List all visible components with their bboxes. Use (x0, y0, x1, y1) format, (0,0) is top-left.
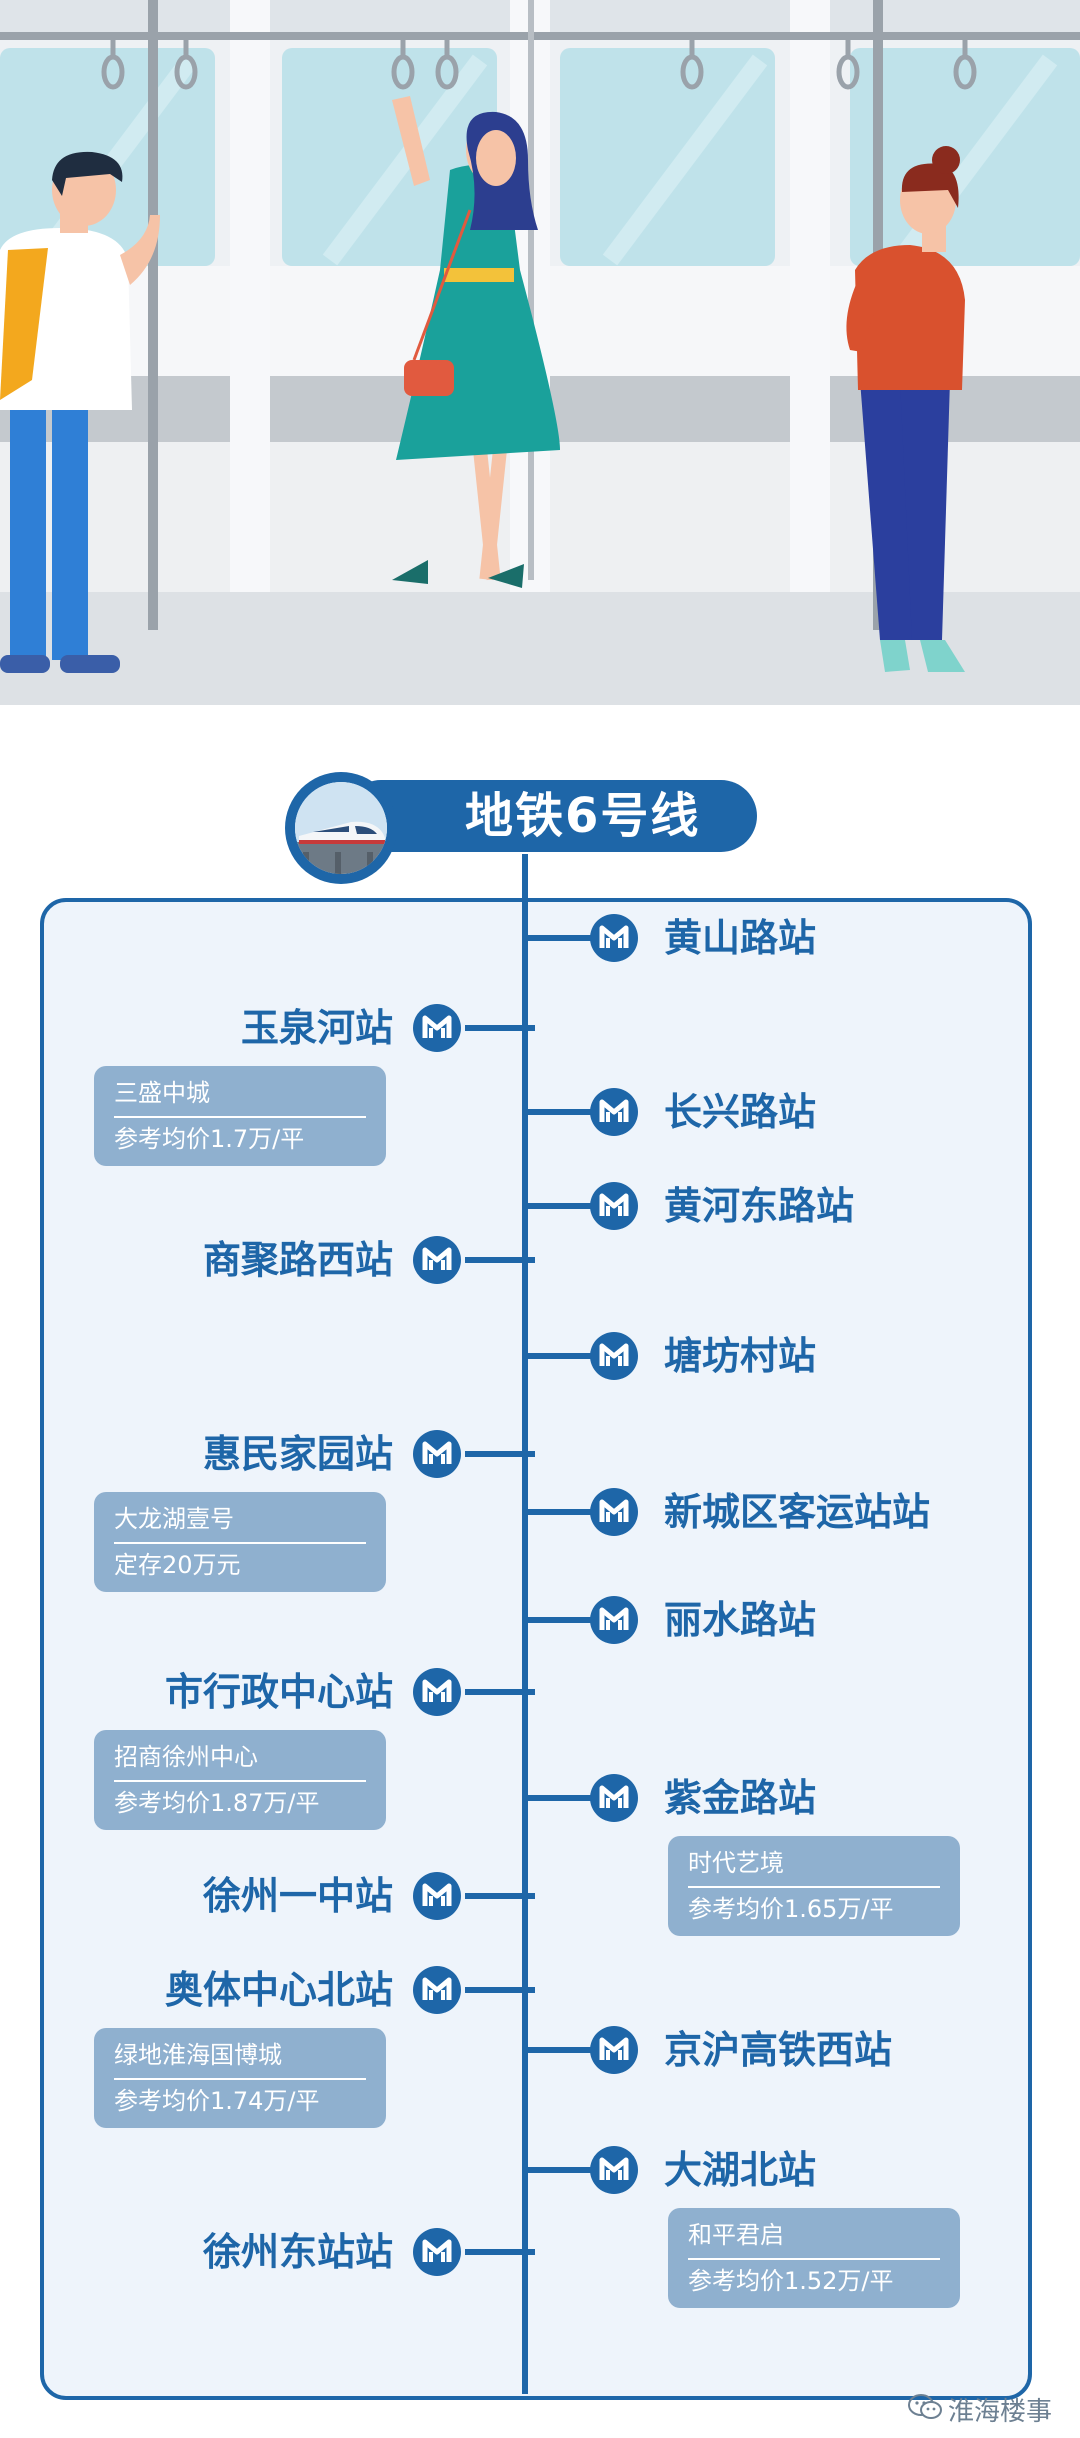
station-15: 大湖北站 (0, 2140, 1080, 2200)
line-title: 地铁6号线 (465, 788, 701, 844)
station-5: 商聚路西站 (0, 1230, 1080, 1290)
property-name: 绿地淮海国博城 (114, 2041, 282, 2069)
metro-logo-icon (590, 914, 638, 962)
metro-logo-icon (413, 1966, 461, 2014)
station-branch-line (465, 1893, 535, 1899)
station-name: 丽水路站 (664, 1598, 817, 1642)
property-info-card: 绿地淮海国博城参考均价1.74万/平 (94, 2028, 386, 2128)
card-divider (114, 1542, 366, 1544)
station-11: 紫金路站 (0, 1768, 1080, 1828)
station-branch-line (528, 2047, 598, 2053)
station-16: 徐州东站站 (0, 2222, 1080, 2282)
station-14: 京沪高铁西站 (0, 2020, 1080, 2080)
property-name: 时代艺境 (688, 1849, 784, 1877)
station-name: 奥体中心北站 (164, 1968, 393, 2012)
property-info-card: 时代艺境参考均价1.65万/平 (668, 1836, 960, 1936)
metro-logo-icon (590, 1488, 638, 1536)
station-branch-line (528, 1203, 598, 1209)
station-name: 紫金路站 (664, 1776, 817, 1820)
property-info-card: 和平君启参考均价1.52万/平 (668, 2208, 960, 2308)
metro-logo-icon (413, 1872, 461, 1920)
subway-car-illustration (0, 0, 1080, 705)
card-divider (114, 1116, 366, 1118)
station-branch-line (528, 1109, 598, 1115)
wechat-icon (907, 2393, 942, 2433)
station-branch-line (465, 2249, 535, 2255)
metro-logo-icon (590, 2026, 638, 2074)
metro-line-trunk (522, 854, 528, 2394)
station-branch-line (528, 935, 598, 941)
property-price: 参考均价1.7万/平 (114, 1125, 305, 1153)
station-name: 塘坊村站 (664, 1334, 817, 1378)
station-name: 商聚路西站 (202, 1238, 393, 1282)
station-name: 玉泉河站 (240, 1006, 393, 1050)
station-name: 徐州东站站 (202, 2230, 393, 2274)
station-9: 丽水路站 (0, 1590, 1080, 1650)
card-divider (114, 1780, 366, 1782)
line-title-pill (345, 780, 757, 852)
metro-logo-icon (590, 1182, 638, 1230)
station-1: 黄山路站 (0, 908, 1080, 968)
property-info-card: 大龙湖壹号定存20万元 (94, 1492, 386, 1592)
station-name: 京沪高铁西站 (664, 2028, 893, 2072)
property-name: 三盛中城 (114, 1079, 210, 1107)
property-price: 参考均价1.65万/平 (688, 1895, 894, 1923)
property-info-card: 招商徐州中心参考均价1.87万/平 (94, 1730, 386, 1830)
station-name: 市行政中心站 (164, 1670, 393, 1714)
metro-logo-icon (413, 1004, 461, 1052)
station-2: 玉泉河站 (0, 998, 1080, 1058)
station-branch-line (528, 1617, 598, 1623)
card-divider (114, 2078, 366, 2080)
station-branch-line (465, 1257, 535, 1263)
station-4: 黄河东路站 (0, 1176, 1080, 1236)
metro-logo-icon (590, 2146, 638, 2194)
station-10: 市行政中心站 (0, 1662, 1080, 1722)
high-speed-train-icon (285, 772, 397, 884)
station-3: 长兴路站 (0, 1082, 1080, 1142)
property-price: 参考均价1.74万/平 (114, 2087, 320, 2115)
property-name: 大龙湖壹号 (114, 1505, 234, 1533)
station-branch-line (465, 1025, 535, 1031)
station-6: 塘坊村站 (0, 1326, 1080, 1386)
station-13: 奥体中心北站 (0, 1960, 1080, 2020)
metro-logo-icon (413, 1236, 461, 1284)
metro-logo-icon (413, 1668, 461, 1716)
station-branch-line (528, 1509, 598, 1515)
watermark: 淮海楼事 (907, 2392, 1052, 2433)
property-price: 参考均价1.52万/平 (688, 2267, 894, 2295)
station-name: 徐州一中站 (202, 1874, 393, 1918)
station-branch-line (528, 1795, 598, 1801)
station-branch-line (465, 1987, 535, 1993)
property-info-card: 三盛中城参考均价1.7万/平 (94, 1066, 386, 1166)
station-branch-line (528, 2167, 598, 2173)
watermark-text: 淮海楼事 (947, 2397, 1052, 2427)
station-name: 惠民家园站 (202, 1432, 393, 1476)
metro-logo-icon (590, 1596, 638, 1644)
property-price: 参考均价1.87万/平 (114, 1789, 320, 1817)
card-divider (688, 1886, 940, 1888)
metro-logo-icon (413, 2228, 461, 2276)
station-branch-line (465, 1451, 535, 1457)
property-price: 定存20万元 (114, 1551, 241, 1579)
station-name: 长兴路站 (664, 1090, 817, 1134)
metro-logo-icon (413, 1430, 461, 1478)
station-name: 新城区客运站站 (664, 1490, 931, 1534)
property-name: 和平君启 (688, 2221, 784, 2249)
station-branch-line (465, 1689, 535, 1695)
station-7: 惠民家园站 (0, 1424, 1080, 1484)
station-name: 黄河东路站 (664, 1184, 855, 1228)
property-name: 招商徐州中心 (114, 1743, 258, 1771)
card-divider (688, 2258, 940, 2260)
metro-logo-icon (590, 1332, 638, 1380)
station-12: 徐州一中站 (0, 1866, 1080, 1926)
station-branch-line (528, 1353, 598, 1359)
station-8: 新城区客运站站 (0, 1482, 1080, 1542)
line-header: 地铁6号线 (285, 772, 757, 884)
metro-logo-icon (590, 1088, 638, 1136)
metro-logo-icon (590, 1774, 638, 1822)
station-name: 大湖北站 (664, 2148, 817, 2192)
station-name: 黄山路站 (664, 916, 817, 960)
